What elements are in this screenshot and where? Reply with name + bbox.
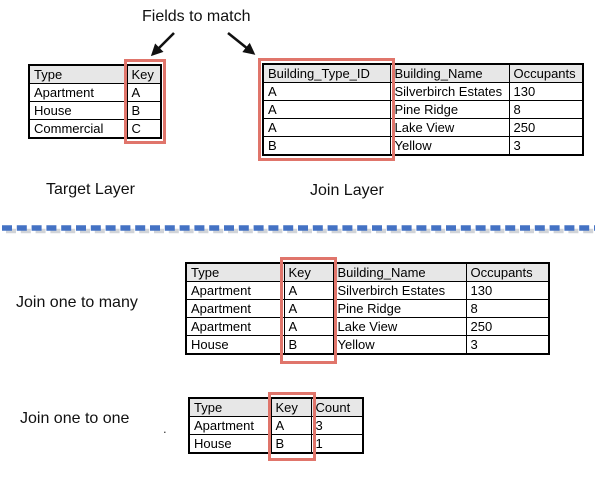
table-cell: Commercial (28, 119, 128, 139)
table-cell: Apartment (185, 281, 285, 300)
table-cell: 8 (465, 299, 550, 318)
column-header: Key (283, 262, 334, 282)
table-cell: A (262, 82, 391, 101)
table-cell: 3 (465, 335, 550, 355)
table-cell: Lake View (332, 317, 467, 336)
table-cell: B (270, 434, 312, 454)
table-cell: Pine Ridge (332, 299, 467, 318)
table-cell: 250 (465, 317, 550, 336)
column-header: Key (270, 397, 312, 417)
target-layer-label: Target Layer (46, 181, 135, 198)
dashed-divider (2, 225, 598, 234)
table-cell: A (283, 281, 334, 300)
table-cell: Apartment (28, 83, 128, 102)
arrow-to-target-key-icon (150, 32, 175, 57)
column-header: Count (310, 397, 364, 417)
table-cell: Silverbirch Estates (332, 281, 467, 300)
table-cell: 250 (508, 118, 584, 137)
table-cell: A (262, 118, 391, 137)
table-cell: 8 (508, 100, 584, 119)
table-cell: B (126, 101, 162, 120)
join-one-to-one-label: Join one to one (20, 410, 130, 427)
table-cell: A (283, 317, 334, 336)
column-header: Building_Type_ID (262, 63, 391, 83)
table-cell: 3 (508, 136, 584, 156)
table-cell: C (126, 119, 162, 139)
table-cell: Apartment (185, 317, 285, 336)
column-header: Type (28, 64, 128, 84)
table-cell: Silverbirch Estates (389, 82, 510, 101)
column-header: Occupants (465, 262, 550, 282)
join-one-to-many-label: Join one to many (16, 294, 138, 311)
column-header: Building_Name (389, 63, 510, 83)
table-cell: Yellow (332, 335, 467, 355)
table-cell: 1 (310, 434, 364, 454)
table-cell: 130 (465, 281, 550, 300)
table-cell: 3 (310, 416, 364, 435)
table-cell: House (28, 101, 128, 120)
fields-to-match-label: Fields to match (142, 8, 251, 25)
table-cell: House (188, 434, 272, 454)
table-cell: Lake View (389, 118, 510, 137)
column-header: Building_Name (332, 262, 467, 282)
table-cell: Apartment (185, 299, 285, 318)
table-cell: A (270, 416, 312, 435)
stray-period-mark: . (163, 421, 167, 436)
column-header: Occupants (508, 63, 584, 83)
table-cell: Yellow (389, 136, 510, 156)
table-cell: B (283, 335, 334, 355)
column-header: Type (188, 397, 272, 417)
table-cell: A (283, 299, 334, 318)
join-layer-label: Join Layer (310, 182, 384, 199)
table-cell: B (262, 136, 391, 156)
table-cell: Apartment (188, 416, 272, 435)
table-cell: A (262, 100, 391, 119)
column-header: Key (126, 64, 162, 84)
table-cell: A (126, 83, 162, 102)
column-header: Type (185, 262, 285, 282)
arrow-to-join-key-icon (227, 31, 256, 55)
table-cell: Pine Ridge (389, 100, 510, 119)
table-cell: 130 (508, 82, 584, 101)
table-cell: House (185, 335, 285, 355)
